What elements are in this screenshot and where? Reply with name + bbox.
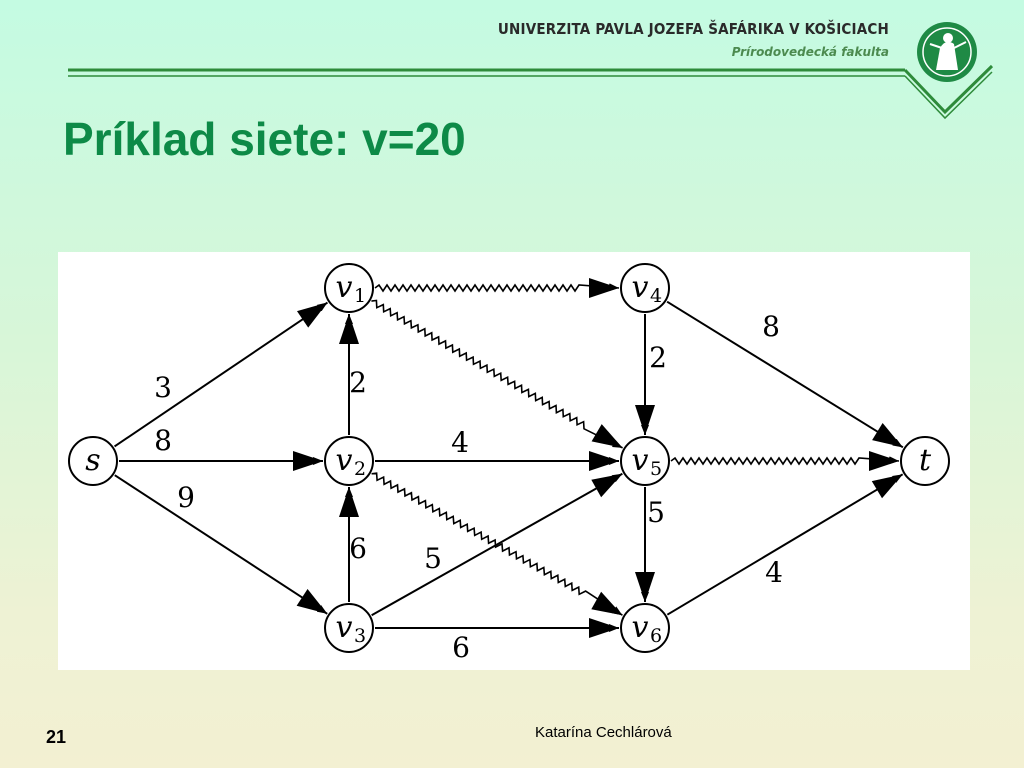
node-circle-v1	[324, 263, 374, 313]
node-label-v6: v	[632, 610, 649, 645]
arrowhead-v4-t	[872, 423, 903, 448]
node-subscript-v2: 2	[354, 458, 366, 480]
arrowhead-v5-t	[869, 451, 899, 471]
edge-v4-t	[666, 300, 904, 449]
edge-s-v1	[113, 301, 329, 448]
capacity-label-v4-v5: 2	[649, 341, 667, 374]
author-name: Katarína Cechlárová	[535, 724, 672, 741]
node-label-v5: v	[632, 443, 649, 478]
node-circle-v6	[620, 603, 670, 653]
capacity-label-v3-v6: 6	[452, 631, 470, 664]
node-subscript-v3: 3	[354, 625, 366, 647]
edge-v2-v6	[371, 472, 623, 616]
header-decoration	[68, 22, 994, 120]
arrowhead-v2-v6	[591, 591, 623, 616]
node-label-t: t	[919, 443, 932, 478]
node-circle-t	[900, 436, 950, 486]
node-circle-v2	[324, 436, 374, 486]
capacity-label-v3-v2: 6	[349, 532, 367, 565]
edge-v3-v5	[371, 472, 623, 617]
node-subscript-v1: 1	[354, 285, 366, 307]
capacity-label-v2-v1: 2	[349, 366, 367, 399]
arrowhead-s-v1	[297, 302, 328, 328]
node-circle-v5	[620, 436, 670, 486]
node-circle-s	[68, 436, 118, 486]
university-seal-icon	[917, 22, 977, 82]
arrowhead-v5-v6	[635, 572, 655, 602]
node-label-s: s	[85, 443, 100, 478]
capacity-label-s-v1: 3	[154, 371, 172, 404]
node-label-v2: v	[336, 443, 353, 478]
capacity-label-s-v2: 8	[154, 424, 172, 457]
edge-s-v3	[114, 474, 328, 615]
arrowhead-v3-v2	[339, 487, 359, 517]
edge-v1-v4	[374, 283, 620, 293]
node-subscript-v4: 4	[650, 285, 662, 307]
arrowhead-v2-v5	[589, 451, 619, 471]
arrowhead-s-v3	[296, 589, 328, 614]
node-subscript-v6: 6	[650, 625, 662, 647]
node-label-v3: v	[336, 610, 353, 645]
capacity-label-s-v3: 9	[177, 481, 195, 514]
capacity-label-v6-t: 4	[765, 556, 783, 589]
arrowhead-v1-v5	[591, 424, 623, 448]
arrowhead-v4-v5	[635, 405, 655, 435]
arrowhead-v3-v6	[589, 618, 619, 638]
node-subscript-v5: 5	[650, 458, 662, 480]
node-s: s	[68, 436, 118, 486]
capacity-label-v3-v5: 5	[424, 542, 442, 575]
arrowhead-v2-v1	[339, 314, 359, 344]
slide-number: 21	[46, 727, 67, 747]
edge-v1-v5	[371, 299, 623, 449]
node-circle-v3	[324, 603, 374, 653]
arrowhead-v3-v5	[591, 473, 623, 498]
capacity-label-v4-t: 8	[762, 310, 780, 343]
capacity-label-v5-v6: 5	[647, 496, 665, 529]
arrowhead-s-v2	[293, 451, 323, 471]
node-label-v4: v	[632, 270, 649, 305]
edge-v5-t	[670, 456, 900, 466]
faculty-name: Prírodovedecká fakulta	[731, 45, 889, 59]
arrowhead-v6-t	[871, 474, 903, 499]
node-t: t	[900, 436, 950, 486]
header-chevron	[903, 64, 994, 115]
capacity-label-v2-v5: 4	[451, 426, 469, 459]
slide-title: Príklad siete: v=20	[63, 113, 466, 165]
node-label-v1: v	[336, 270, 353, 305]
arrowhead-v1-v4	[589, 278, 619, 298]
header-chevron-thin	[904, 71, 993, 120]
university-name: UNIVERZITA PAVLA JOZEFA ŠAFÁRIKA V KOŠIC…	[497, 20, 889, 38]
node-circle-v4	[620, 263, 670, 313]
edge-v6-t	[666, 473, 904, 616]
